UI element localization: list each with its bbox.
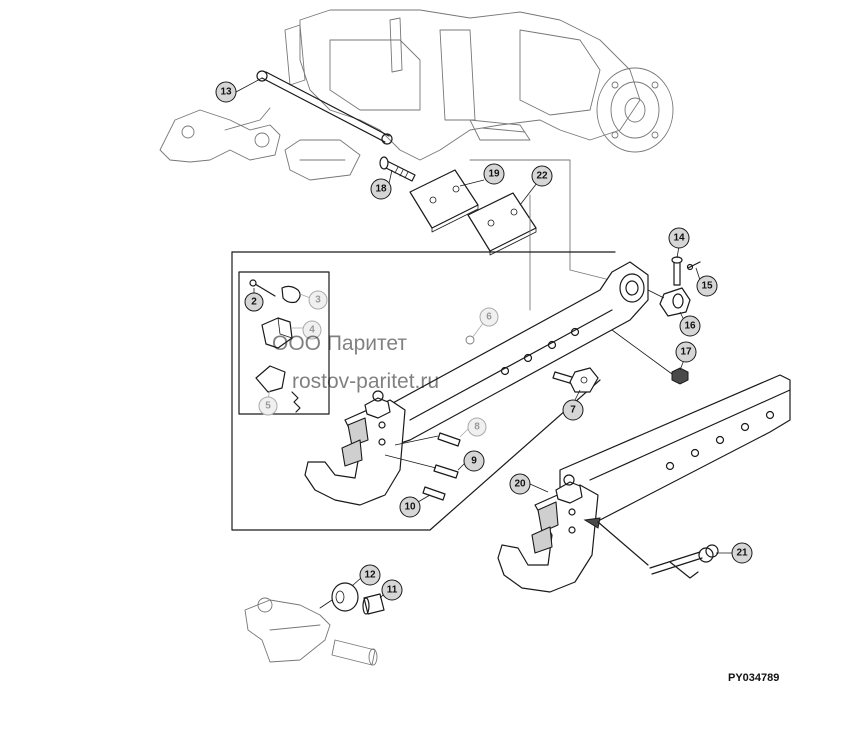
svg-text:21: 21 bbox=[736, 548, 748, 559]
svg-text:13: 13 bbox=[220, 87, 232, 98]
bushing-16 bbox=[659, 287, 691, 317]
callout-10: 10 bbox=[399, 496, 421, 518]
quick-hitch-hook bbox=[304, 390, 406, 506]
callout-18: 18 bbox=[370, 178, 392, 200]
callout-11: 11 bbox=[381, 579, 403, 601]
svg-text:9: 9 bbox=[471, 456, 477, 467]
pin-2-and-clip-3 bbox=[249, 279, 301, 304]
svg-text:15: 15 bbox=[701, 281, 713, 292]
svg-text:17: 17 bbox=[680, 347, 692, 358]
callout-22: 22 bbox=[531, 165, 553, 187]
lower-link-arm bbox=[379, 261, 649, 446]
lynch-pin-21 bbox=[583, 517, 719, 579]
callout-19: 19 bbox=[483, 163, 505, 185]
watermark-line-1: ООО Паритет bbox=[272, 332, 407, 355]
callout-12: 12 bbox=[359, 564, 381, 586]
svg-text:22: 22 bbox=[536, 171, 548, 182]
callout-2: 2 bbox=[244, 292, 264, 312]
pins-8-9-10 bbox=[384, 432, 461, 501]
bolt-7 bbox=[552, 367, 599, 393]
part-6 bbox=[465, 335, 475, 345]
callout-3: 3 bbox=[308, 290, 328, 310]
bottom-bracket bbox=[244, 597, 378, 666]
watermark: ООО Паритет rostov-paritet.ru bbox=[272, 332, 439, 393]
left-hitch-bracket bbox=[159, 107, 281, 163]
detail-frame bbox=[231, 251, 616, 531]
svg-text:3: 3 bbox=[315, 295, 321, 306]
bushing-11 bbox=[362, 593, 385, 615]
figure-code: PY034789 bbox=[728, 672, 779, 684]
pin-14 bbox=[671, 256, 683, 286]
svg-text:19: 19 bbox=[488, 169, 500, 180]
callout-13: 13 bbox=[215, 81, 237, 103]
callout-14: 14 bbox=[668, 227, 690, 249]
svg-text:4: 4 bbox=[309, 325, 315, 336]
svg-text:16: 16 bbox=[684, 321, 696, 332]
svg-text:10: 10 bbox=[404, 502, 416, 513]
svg-text:5: 5 bbox=[265, 401, 271, 412]
svg-text:14: 14 bbox=[673, 233, 685, 244]
wear-plate-19 bbox=[409, 169, 479, 233]
callout-7: 7 bbox=[562, 399, 584, 421]
latch-5 bbox=[255, 365, 301, 413]
callout-15: 15 bbox=[696, 275, 718, 297]
nut-17 bbox=[671, 367, 689, 385]
callout-16: 16 bbox=[679, 315, 701, 337]
svg-text:2: 2 bbox=[251, 297, 257, 308]
callout-6: 6 bbox=[479, 307, 499, 327]
bracket-4 bbox=[261, 317, 293, 349]
clip-15 bbox=[686, 261, 701, 271]
callout-5: 5 bbox=[258, 396, 278, 416]
callout-20: 20 bbox=[509, 473, 531, 495]
svg-text:6: 6 bbox=[486, 312, 492, 323]
callout-8: 8 bbox=[467, 417, 487, 437]
callout-17: 17 bbox=[675, 341, 697, 363]
quick-hitch-hook-2 bbox=[497, 474, 599, 593]
svg-text:20: 20 bbox=[514, 479, 526, 490]
watermark-line-2: rostov-paritet.ru bbox=[292, 370, 439, 393]
rear-axle-housing bbox=[284, 9, 674, 181]
wear-plate-22 bbox=[467, 192, 537, 256]
svg-text:8: 8 bbox=[474, 422, 480, 433]
stabilizer-chain bbox=[256, 70, 393, 145]
inset-box bbox=[238, 271, 330, 415]
svg-text:11: 11 bbox=[387, 585, 398, 596]
callout-21: 21 bbox=[731, 542, 753, 564]
pin-18 bbox=[379, 156, 416, 182]
ball-12 bbox=[331, 582, 359, 612]
svg-text:18: 18 bbox=[375, 184, 387, 195]
callout-4: 4 bbox=[302, 320, 322, 340]
svg-text:12: 12 bbox=[364, 570, 376, 581]
callout-9: 9 bbox=[463, 450, 485, 472]
svg-text:7: 7 bbox=[570, 405, 576, 416]
